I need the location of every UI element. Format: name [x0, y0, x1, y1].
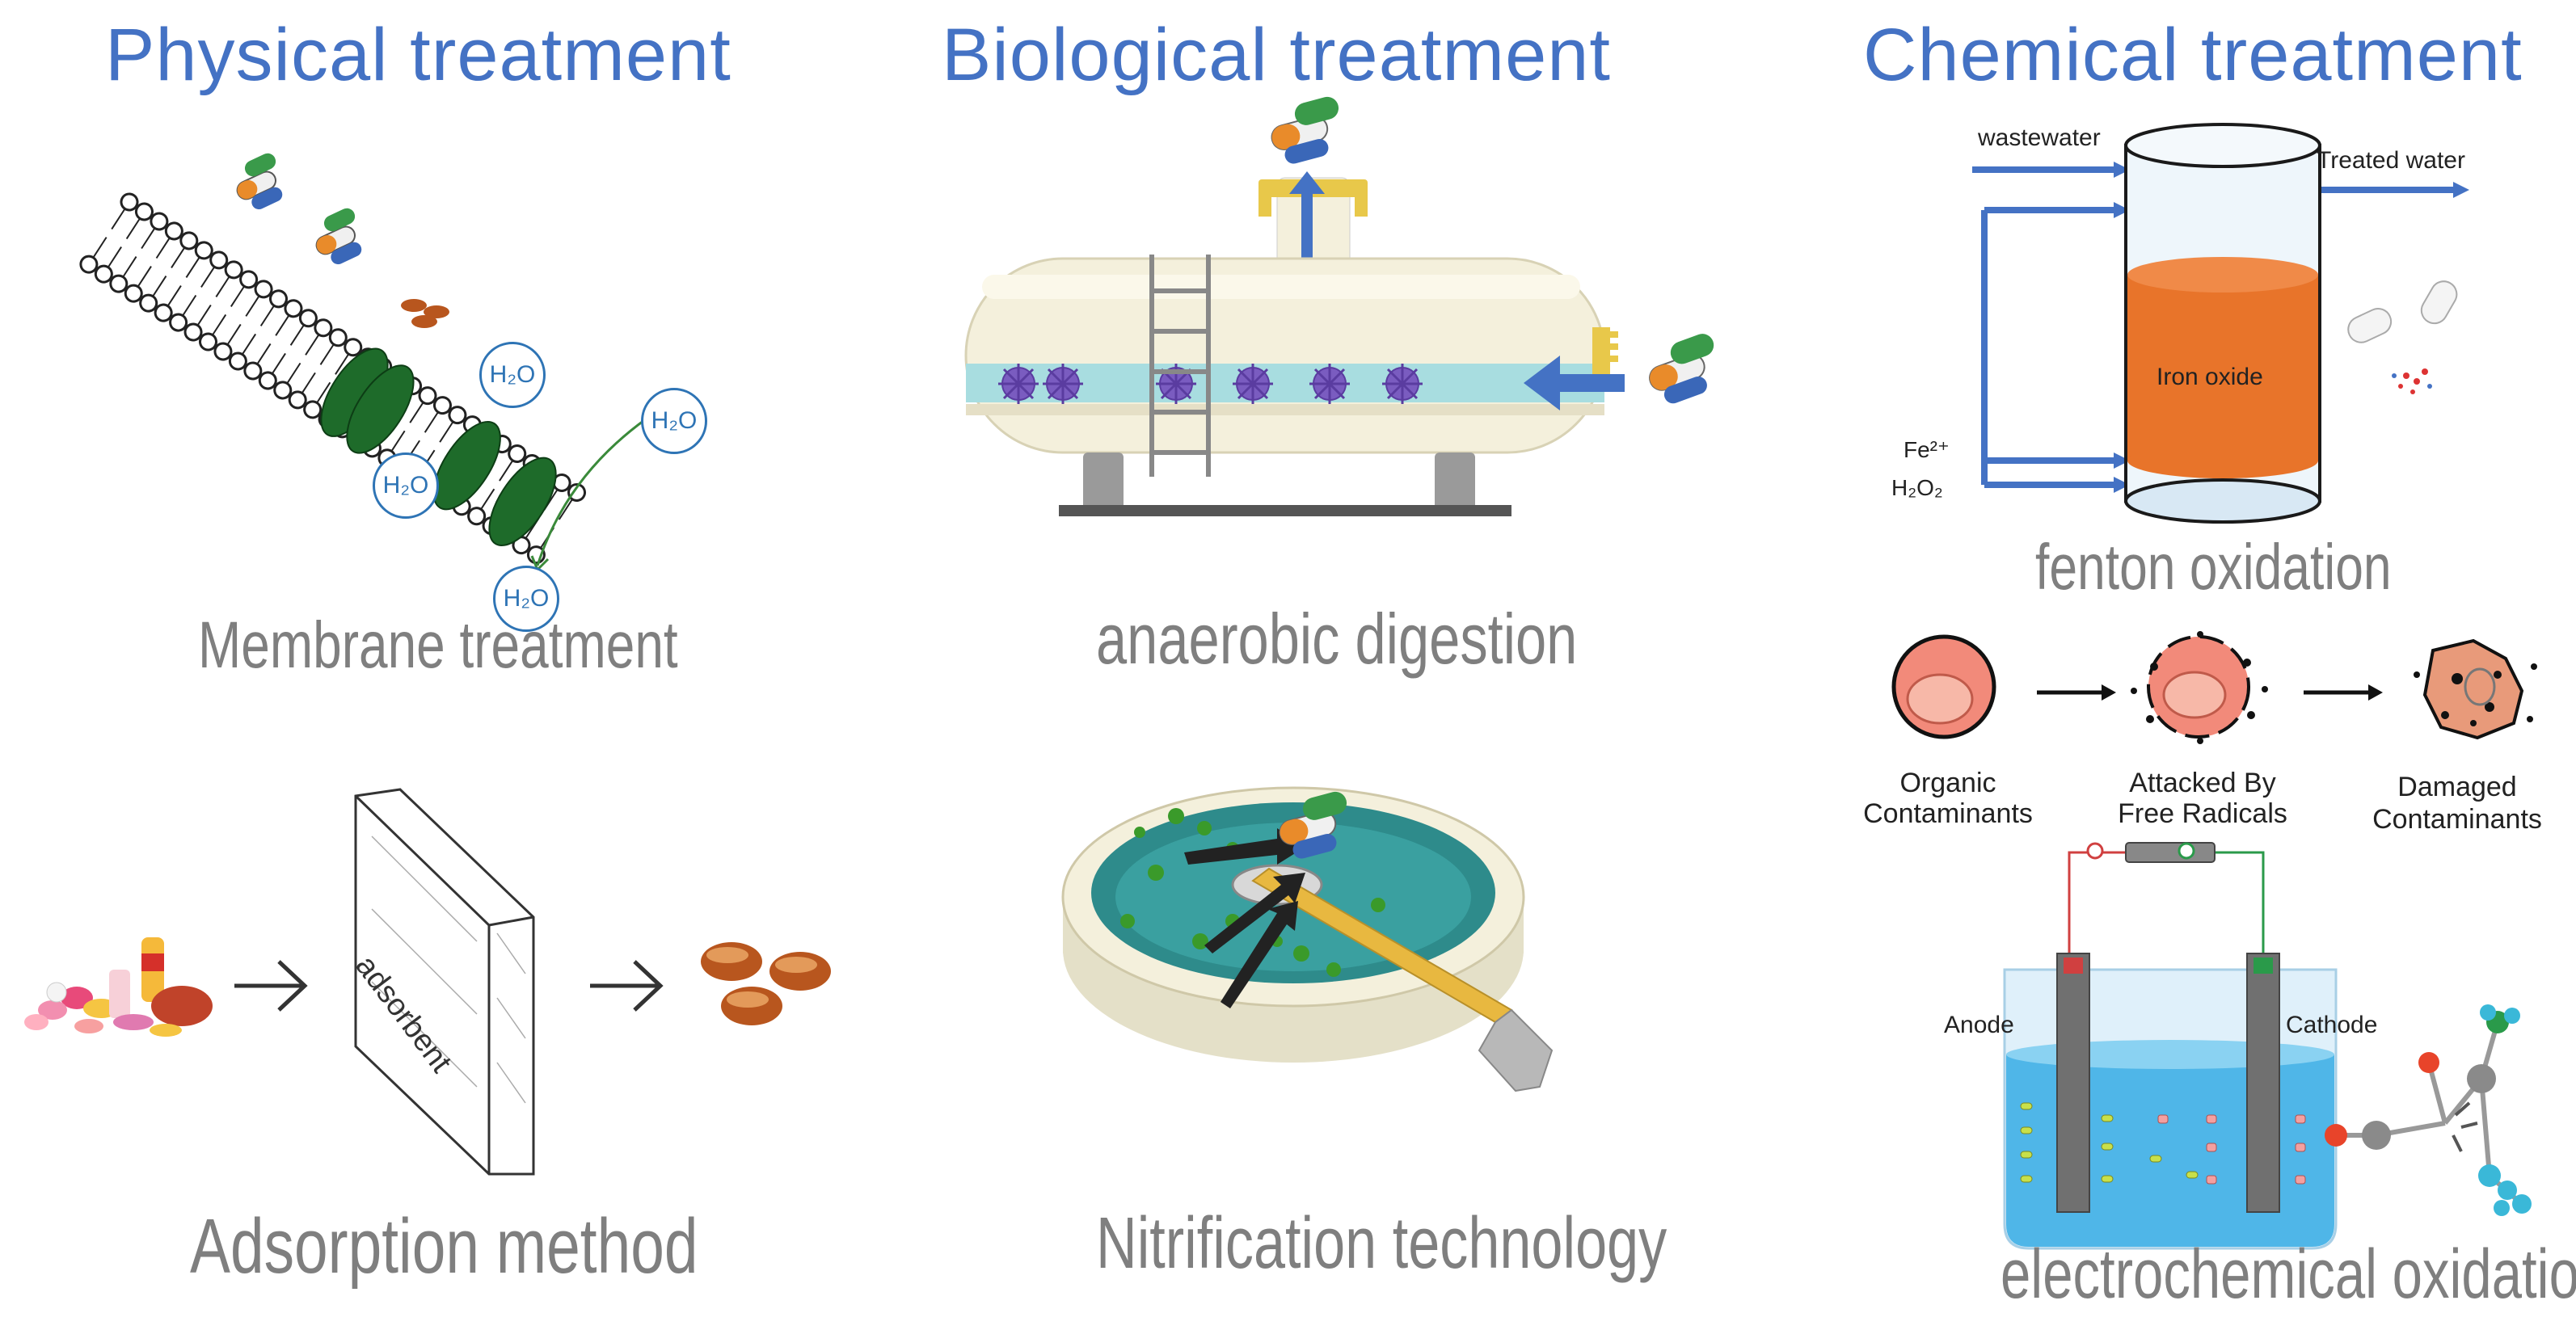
- physical-treatment-title: Physical treatment: [105, 14, 731, 96]
- brown-pellets-icon: [401, 299, 449, 328]
- h2o-molecule-icon: H₂O: [479, 342, 546, 408]
- adsorbent-panel: [354, 788, 535, 1176]
- h2o-molecule-icon: H₂O: [493, 566, 559, 632]
- brown-pellets-icon: [701, 942, 831, 1025]
- arrow-right-icon: [234, 960, 308, 1012]
- treated-water-label: Treated water: [2317, 147, 2465, 174]
- nitrification-technology-caption: Nitrification technology: [1096, 1203, 1667, 1284]
- arrow-right-icon: [590, 960, 664, 1012]
- free-radical-process-illustration: [1891, 631, 2537, 744]
- membrane-illustration: [79, 153, 647, 572]
- chemical-treatment-title: Chemical treatment: [1863, 14, 2523, 96]
- attacked-label-2: Free Radicals: [2118, 798, 2287, 829]
- electrochemical-cell-illustration: [2003, 842, 2532, 1250]
- adsorption-method-caption: Adsorption method: [190, 1203, 698, 1290]
- damaged-label-2: Contaminants: [2372, 804, 2542, 835]
- electrochemical-oxidation-caption: electrochemical oxidation: [2001, 1235, 2576, 1313]
- anode-label: Anode: [1944, 1012, 2014, 1038]
- wastewater-label: wastewater: [1978, 124, 2101, 151]
- organic-contaminants-label-2: Contaminants: [1863, 798, 2033, 829]
- h2o2-label: H₂O₂: [1891, 475, 1943, 500]
- h2o-molecule-icon: H₂O: [373, 452, 439, 519]
- iron-oxide-label: Iron oxide: [2157, 364, 2263, 390]
- anaerobic-digester-illustration: [964, 96, 1714, 516]
- fe2-label: Fe²⁺: [1904, 437, 1950, 462]
- nitrification-tank-illustration: [1061, 786, 1554, 1092]
- capsule-icon: [236, 153, 283, 210]
- capsule-icon: [315, 208, 362, 265]
- medicine-pile-icon: [24, 937, 213, 1037]
- anaerobic-digestion-caption: anaerobic digestion: [1096, 599, 1578, 679]
- fenton-reactor-illustration: [1972, 123, 2469, 524]
- h2o-molecule-icon: H₂O: [641, 388, 707, 454]
- cathode-label: Cathode: [2286, 1012, 2378, 1038]
- biological-treatment-title: Biological treatment: [942, 14, 1611, 96]
- damaged-label-1: Damaged: [2397, 772, 2517, 802]
- membrane-treatment-caption: Membrane treatment: [198, 608, 678, 682]
- attacked-label-1: Attacked By: [2129, 768, 2276, 798]
- fenton-oxidation-caption: fenton oxidation: [2035, 531, 2392, 603]
- organic-contaminants-label-1: Organic: [1899, 768, 1996, 798]
